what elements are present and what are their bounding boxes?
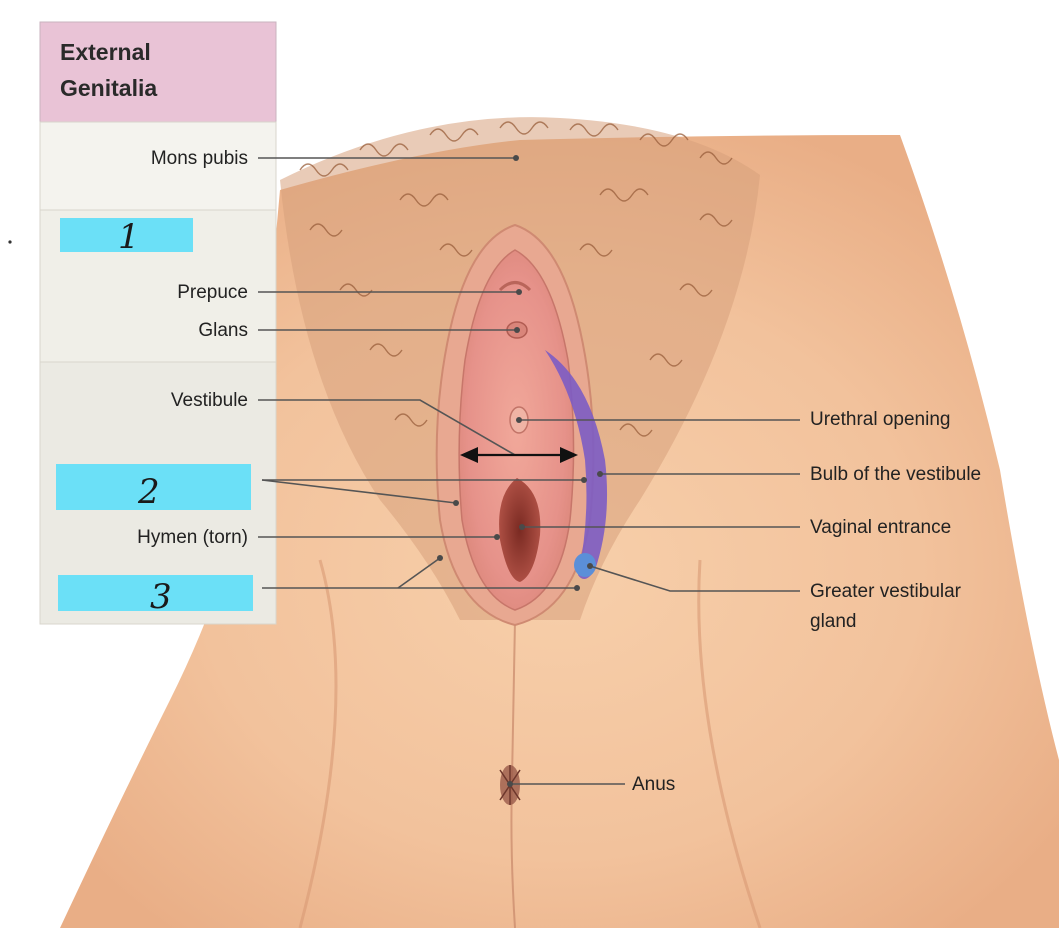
highlight-box-3: 3 <box>58 575 253 617</box>
hair-strokes <box>299 121 733 437</box>
vestibule-arrow-left-head <box>460 447 478 463</box>
vaginal-opening-shape <box>499 478 541 582</box>
leader-mark2-b <box>261 479 457 504</box>
handwritten-mark-3: 3 <box>150 577 172 617</box>
greater-vestibular-gland-shape <box>574 553 596 577</box>
panel-title-line2: Genitalia <box>60 75 157 101</box>
label-greater-vestibular-line2: gland <box>810 611 857 632</box>
label-urethral-opening: Urethral opening <box>810 409 950 430</box>
highlight-box-1: 1 <box>60 217 193 257</box>
label-glans: Glans <box>198 320 248 341</box>
panel-row-mons <box>39 121 277 211</box>
leader-mark3-b <box>397 557 441 589</box>
bulb-of-vestibule-shape <box>545 350 608 579</box>
leader-greater-vestibular <box>589 565 800 592</box>
prepuce-fold <box>498 281 532 292</box>
label-bulb-of-vestibule: Bulb of the vestibule <box>810 464 981 485</box>
panel-title-line1: External <box>60 39 151 65</box>
right-thigh-crease <box>697 559 762 928</box>
handwritten-mark-1: 1 <box>118 217 140 257</box>
highlight-box-2: 2 <box>56 464 251 512</box>
leader-lines <box>258 155 800 787</box>
anatomy-illustration <box>60 117 1059 928</box>
label-greater-vestibular-line1: Greater vestibular <box>810 581 962 602</box>
vestibule-arrow-right-head <box>560 447 578 463</box>
label-vestibule: Vestibule <box>171 390 248 411</box>
label-mons-pubis: Mons pubis <box>151 148 248 169</box>
label-anus: Anus <box>632 774 675 795</box>
left-thigh-crease <box>298 559 338 928</box>
label-prepuce: Prepuce <box>177 282 248 303</box>
panel-header <box>39 21 277 123</box>
handwritten-mark-2: 2 <box>137 472 160 512</box>
label-vaginal-entrance: Vaginal entrance <box>810 517 951 538</box>
label-hymen: Hymen (torn) <box>137 527 248 548</box>
leader-vestibule <box>258 399 516 456</box>
stray-dot <box>8 240 12 244</box>
